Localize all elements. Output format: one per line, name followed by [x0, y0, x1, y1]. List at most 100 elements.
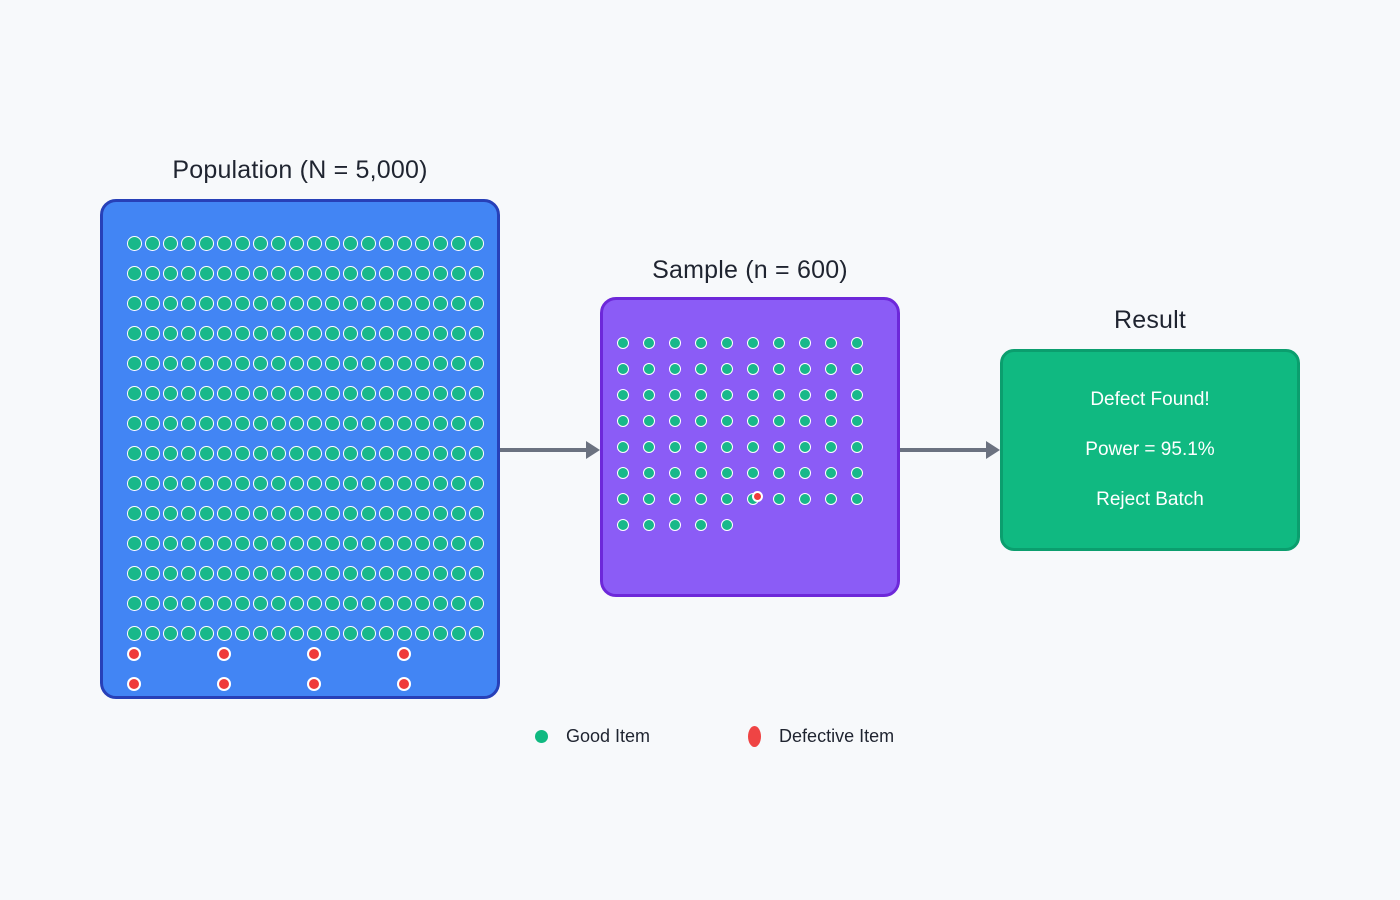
sample-good-item: [643, 415, 655, 427]
population-good-item: [432, 385, 448, 401]
population-good-item: [288, 625, 304, 641]
sample-good-item: [643, 519, 655, 531]
population-good-item: [414, 415, 430, 431]
population-good-item: [180, 355, 196, 371]
population-good-item: [180, 475, 196, 491]
population-good-item: [378, 535, 394, 551]
population-good-item: [216, 325, 232, 341]
population-good-item: [306, 265, 322, 281]
population-good-item: [180, 565, 196, 581]
population-good-item: [198, 625, 214, 641]
result-line-decision: Reject Batch: [1096, 489, 1204, 510]
population-good-item: [414, 505, 430, 521]
sample-good-item: [721, 337, 733, 349]
sample-good-item: [851, 389, 863, 401]
population-good-item: [432, 595, 448, 611]
population-good-item: [126, 505, 142, 521]
population-good-item: [342, 475, 358, 491]
population-good-item: [216, 235, 232, 251]
population-good-item: [468, 235, 484, 251]
population-good-item: [306, 565, 322, 581]
population-good-item: [468, 625, 484, 641]
population-good-item: [234, 565, 250, 581]
population-good-item: [306, 535, 322, 551]
population-good-item: [414, 295, 430, 311]
population-good-item: [306, 625, 322, 641]
population-good-item: [396, 565, 412, 581]
sample-good-item: [669, 493, 681, 505]
population-good-item: [162, 295, 178, 311]
population-good-item: [144, 265, 160, 281]
population-good-item: [414, 235, 430, 251]
population-good-item: [396, 265, 412, 281]
population-good-item: [378, 325, 394, 341]
population-good-item: [378, 415, 394, 431]
population-good-item: [234, 355, 250, 371]
sample-good-item: [825, 441, 837, 453]
population-good-item: [432, 415, 448, 431]
population-good-item: [324, 325, 340, 341]
population-good-item: [360, 625, 376, 641]
sample-good-item: [695, 337, 707, 349]
population-good-item: [432, 625, 448, 641]
population-good-item: [306, 235, 322, 251]
population-good-item: [198, 505, 214, 521]
population-good-item: [234, 325, 250, 341]
sample-good-item: [669, 363, 681, 375]
sample-good-item: [617, 519, 629, 531]
sample-good-item: [851, 441, 863, 453]
sample-good-item: [695, 441, 707, 453]
population-good-item: [144, 235, 160, 251]
population-good-item: [450, 565, 466, 581]
population-good-item: [378, 235, 394, 251]
sample-good-item: [799, 363, 811, 375]
population-good-item: [252, 565, 268, 581]
population-good-item: [288, 535, 304, 551]
population-good-item: [342, 595, 358, 611]
population-good-item: [270, 535, 286, 551]
legend-item-good: Good Item: [535, 726, 650, 747]
population-good-item: [450, 625, 466, 641]
population-good-item: [396, 295, 412, 311]
sample-good-item: [695, 363, 707, 375]
population-good-item: [450, 475, 466, 491]
population-good-item: [360, 355, 376, 371]
population-good-item: [126, 355, 142, 371]
sample-good-item: [617, 337, 629, 349]
sample-good-item: [773, 467, 785, 479]
population-good-item: [198, 415, 214, 431]
population-good-item: [198, 265, 214, 281]
population-good-item: [432, 325, 448, 341]
population-good-item: [468, 355, 484, 371]
sample-good-item: [721, 389, 733, 401]
population-good-item: [306, 415, 322, 431]
population-good-item: [126, 265, 142, 281]
population-good-item: [270, 385, 286, 401]
sample-good-item: [747, 467, 759, 479]
population-good-item: [270, 625, 286, 641]
legend: Good Item Defective Item: [535, 726, 894, 747]
population-good-item: [324, 595, 340, 611]
sample-good-item: [643, 441, 655, 453]
population-good-item: [288, 565, 304, 581]
population-good-item: [216, 415, 232, 431]
population-good-item: [252, 385, 268, 401]
population-good-item: [180, 415, 196, 431]
sample-good-item: [721, 415, 733, 427]
population-good-item: [216, 625, 232, 641]
population-good-item: [378, 595, 394, 611]
sample-good-item: [825, 415, 837, 427]
population-good-item: [414, 265, 430, 281]
population-good-item: [252, 595, 268, 611]
population-good-item: [396, 325, 412, 341]
population-good-item: [126, 595, 142, 611]
population-good-item: [144, 325, 160, 341]
population-good-item: [162, 415, 178, 431]
population-good-item: [270, 295, 286, 311]
population-good-item: [396, 535, 412, 551]
population-good-item: [324, 295, 340, 311]
population-good-item: [450, 505, 466, 521]
population-good-item: [342, 505, 358, 521]
population-good-item: [234, 415, 250, 431]
